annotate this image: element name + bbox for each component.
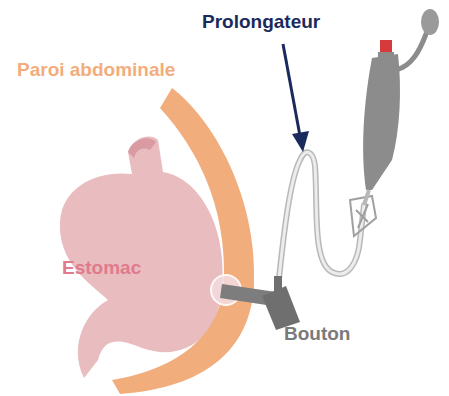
part-label: Estomac (62, 257, 141, 279)
connector-port (378, 52, 394, 58)
part-label: Prolongateur (202, 11, 320, 33)
button-port (274, 276, 282, 292)
abdominal-wall (112, 88, 254, 394)
extension-tube (278, 152, 364, 288)
part-label: Paroi abdominale (17, 59, 175, 81)
connector-cap (380, 40, 392, 54)
cap-tether (396, 34, 426, 70)
connector-body (363, 54, 400, 190)
cap-plug (421, 9, 439, 35)
leader-arrow (283, 44, 300, 136)
extension-tube-outline (278, 152, 364, 288)
arrowhead (292, 131, 309, 152)
part-label: Bouton (284, 323, 350, 345)
esophagus (128, 138, 156, 158)
connector-tube (364, 190, 369, 205)
